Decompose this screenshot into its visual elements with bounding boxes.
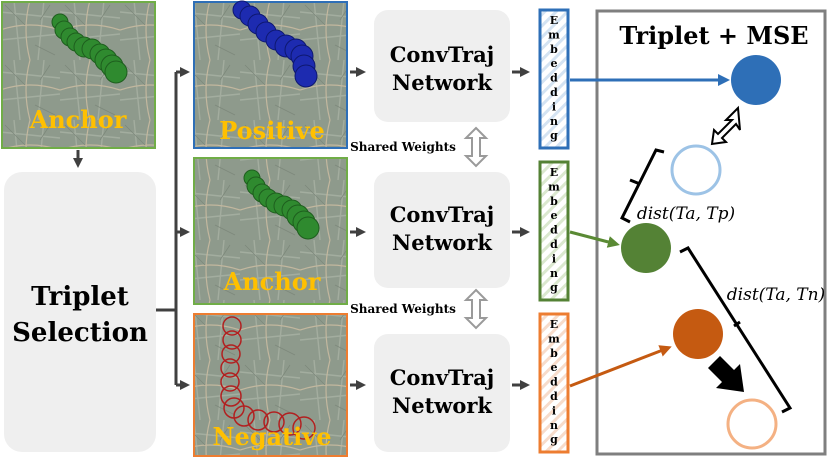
positive-image: Positive <box>193 0 348 149</box>
negative-embedding-arrow <box>569 345 672 388</box>
dist-ap-label: dist(Ta, Tp) <box>637 204 735 224</box>
shared-weights-2: Shared Weights <box>350 288 489 330</box>
network-1-line1: ConvTraj <box>390 42 495 67</box>
positive-embedding-point <box>731 55 781 105</box>
network-2-line1: ConvTraj <box>390 202 495 227</box>
dist-bracket-an <box>679 246 793 414</box>
shared-weights-label-2: Shared Weights <box>350 302 456 316</box>
network-3-line1: ConvTraj <box>390 365 495 390</box>
embedding-letter: m <box>548 180 560 193</box>
shared-weights-1: Shared Weights <box>350 126 489 168</box>
dist-an-label: dist(Ta, Tn) <box>727 285 825 305</box>
embedding-letter: b <box>550 43 558 56</box>
embedding-letter: d <box>550 390 558 403</box>
negative-label: Negative <box>213 422 332 451</box>
embedding-letter: b <box>550 195 558 208</box>
embedding-letter: d <box>550 224 558 237</box>
embedding-letter: E <box>550 14 558 27</box>
double-arrow-icon <box>463 288 489 330</box>
embedding-letter: g <box>550 129 558 142</box>
embedding-letter: n <box>550 419 558 432</box>
embedding-letter: E <box>550 318 558 331</box>
negative-trajectory <box>220 316 316 440</box>
network-box-1: ConvTraj Network <box>374 10 510 122</box>
embedding-letter: e <box>551 361 558 374</box>
selection-branch-connector <box>156 67 190 390</box>
network-box-2: ConvTraj Network <box>374 172 510 288</box>
negative-embedding-point <box>673 309 723 359</box>
positive-label: Positive <box>219 116 324 145</box>
embedding-letter: n <box>550 267 558 280</box>
anchor-label-mid: Anchor <box>223 267 321 296</box>
embedding-letter: i <box>552 100 556 113</box>
anchor-trajectory-top <box>51 13 128 84</box>
network-3-line2: Network <box>392 393 492 418</box>
embedding-letter: i <box>552 404 556 417</box>
anchor-trajectory-mid <box>243 169 320 240</box>
triplet-selection-line2: Selection <box>12 318 148 348</box>
embedding-letter: b <box>550 347 558 360</box>
embedding-letter: i <box>552 252 556 265</box>
loss-title: Triplet + MSE <box>619 21 808 50</box>
network-1-line2: Network <box>392 70 492 95</box>
negative-image: Negative <box>193 313 348 457</box>
anchor-label-top: Anchor <box>29 105 127 134</box>
push-arrow-icon <box>708 356 744 392</box>
network-2-line2: Network <box>392 230 492 255</box>
double-arrow-icon <box>463 126 489 168</box>
positive-moved-point <box>670 144 722 196</box>
anchor-image-top: Anchor <box>1 1 156 149</box>
positive-trajectory <box>232 0 318 88</box>
embedding-letter: n <box>550 115 558 128</box>
embedding-letter: e <box>551 209 558 222</box>
embedding-letter: d <box>550 376 558 389</box>
embedding-letter: d <box>550 72 558 85</box>
shared-weights-label-1: Shared Weights <box>350 140 456 154</box>
embedding-letter: g <box>550 281 558 294</box>
embedding-letter: m <box>548 332 560 345</box>
negative-moved-point <box>726 398 778 450</box>
triplet-selection-line1: Triplet <box>31 282 129 312</box>
embedding-letter: e <box>551 57 558 70</box>
triplet-selection-box: Triplet Selection <box>4 172 156 452</box>
network-box-3: ConvTraj Network <box>374 334 510 452</box>
embedding-letter: m <box>548 28 560 41</box>
embedding-letter: g <box>550 433 558 446</box>
anchor-image-mid: Anchor <box>193 157 348 305</box>
embedding-letter: E <box>550 166 558 179</box>
pull-arrow-icon <box>710 105 741 146</box>
embedding-letter: d <box>550 238 558 251</box>
anchor-embedding-point <box>621 223 671 273</box>
dist-bracket-ap <box>619 148 665 224</box>
anchor-embedding-arrow <box>569 230 620 248</box>
embedding-letter: d <box>550 86 558 99</box>
